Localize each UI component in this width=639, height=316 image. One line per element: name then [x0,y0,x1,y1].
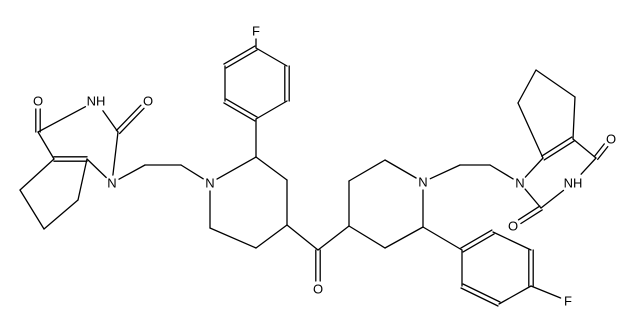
bond-line [524,157,544,178]
bond-line [37,131,55,160]
bond-line [572,138,597,159]
bond-line [572,96,576,140]
bond-line [593,143,605,158]
left-c2-oxygen-label: O [143,94,153,109]
bond-line [580,157,597,175]
bond-line [384,159,417,179]
bond-line [118,107,145,135]
bond-line [543,140,575,161]
bond-lines [19,38,609,307]
right-upper-oxygen-label: O [606,132,616,147]
bond-line [223,102,256,122]
bond-line [19,189,45,230]
bond-line [255,47,288,67]
bond-line [225,98,258,118]
right-c2-oxygen-label: O [508,219,518,234]
bond-line [460,287,499,307]
bond-line [530,285,562,299]
bond-line [118,164,146,180]
bond-line [255,100,288,120]
bond-line [520,209,543,225]
fluorine-bottom-label: F [564,294,572,309]
bond-line [462,233,495,253]
bond-line [317,225,350,251]
bond-line [541,136,573,157]
bond-line [209,227,257,249]
bond-line [77,158,88,201]
bond-line [535,69,576,98]
bond-line [524,188,542,209]
bond-line [540,189,565,209]
bond-line [37,106,87,133]
bond-line [384,226,424,249]
bond-line [348,159,386,182]
bond-line [225,49,258,69]
right-pyrimidine-nh-label: NH [564,176,583,191]
bond-line [216,156,257,180]
bond-line [492,231,532,251]
bond-line [255,156,288,181]
bond-line [597,145,609,161]
bond-line [102,110,119,133]
piperidine-right-nitrogen-label: N [418,175,427,190]
bond-line [286,224,319,251]
carbonyl-oxygen-label: O [313,282,323,297]
left-upper-oxygen-label: O [33,94,43,109]
bond-line [498,285,532,305]
bond-line [460,229,493,249]
bond-line [255,224,288,249]
right-pyrimidine-n1-label: N [515,176,524,191]
piperidine-left-nitrogen-label: N [205,176,214,191]
bond-line [462,283,501,303]
bond-line [517,69,537,104]
bond-line [43,199,79,230]
bond-line [517,205,541,221]
bond-line [517,102,544,159]
bond-line [489,164,514,180]
left-pyrimidine-n1-label: N [107,176,116,191]
bond-line [112,131,119,176]
left-pyrimidine-nh-label: NH [87,94,106,109]
bond-line [115,104,142,132]
bond-line [429,164,461,180]
bond-line [348,225,386,249]
bond-line [422,226,463,251]
bond-line [86,158,107,179]
bond-line [180,164,204,180]
fluorine-top-label: F [252,24,260,39]
bond-line [223,45,256,65]
bond-line [19,158,55,191]
atom-labels: F F N N O NH N O O NH N O O [33,24,616,309]
